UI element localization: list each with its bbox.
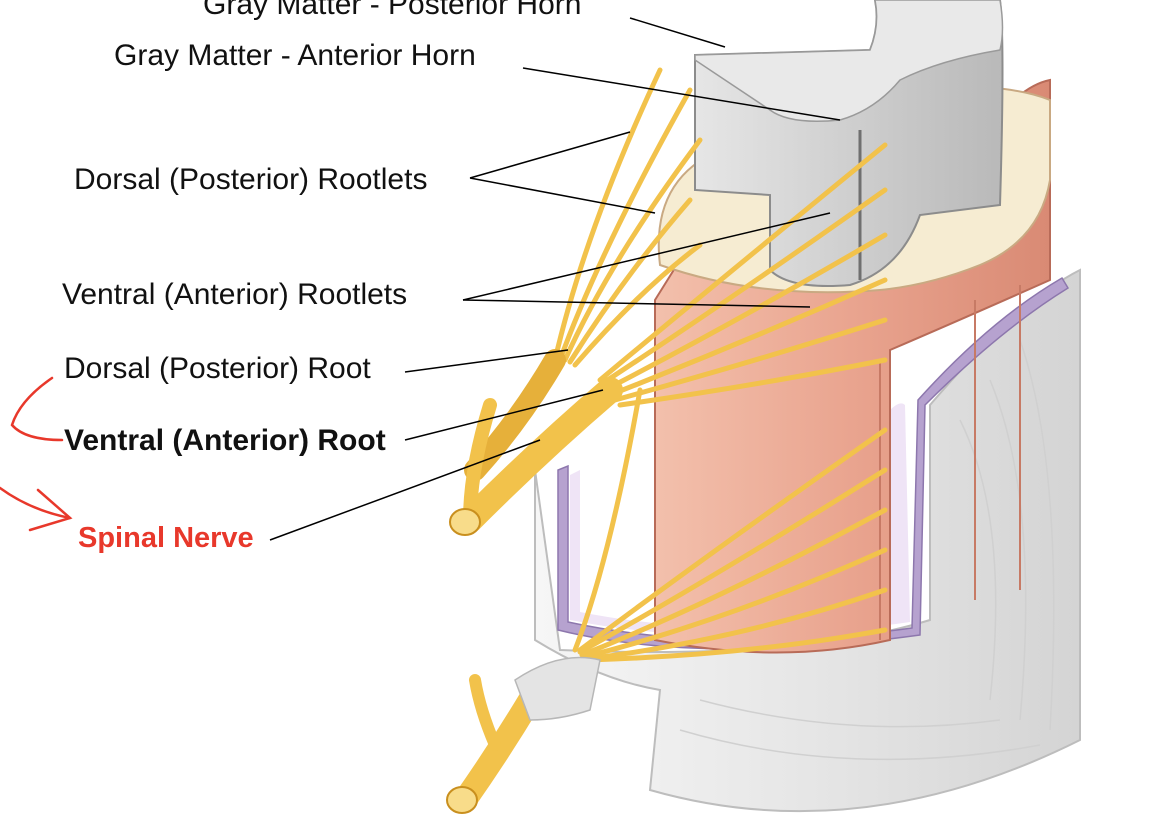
leader-dorsal-rootlets-b	[470, 178, 655, 213]
label-ventral-rootlets: Ventral (Anterior) Rootlets	[62, 280, 407, 310]
nerve-cut-end-lower	[447, 787, 477, 813]
leader-posterior-horn	[630, 18, 725, 47]
leader-dorsal-rootlets-a	[470, 132, 630, 178]
lower-ramus-drawing	[475, 680, 495, 745]
nerve-cut-end-upper	[450, 509, 480, 535]
label-dorsal-root: Dorsal (Posterior) Root	[64, 354, 371, 384]
label-spinal-nerve: Spinal Nerve	[78, 524, 254, 553]
label-gray-matter-posterior-horn: Gray Matter - Posterior Horn	[203, 0, 581, 20]
label-dorsal-rootlets: Dorsal (Posterior) Rootlets	[74, 165, 427, 195]
dural-sleeve	[515, 658, 600, 721]
label-ventral-root: Ventral (Anterior) Root	[64, 426, 386, 456]
annotation-arrow	[0, 378, 70, 530]
label-gray-matter-anterior-horn: Gray Matter - Anterior Horn	[114, 41, 476, 71]
